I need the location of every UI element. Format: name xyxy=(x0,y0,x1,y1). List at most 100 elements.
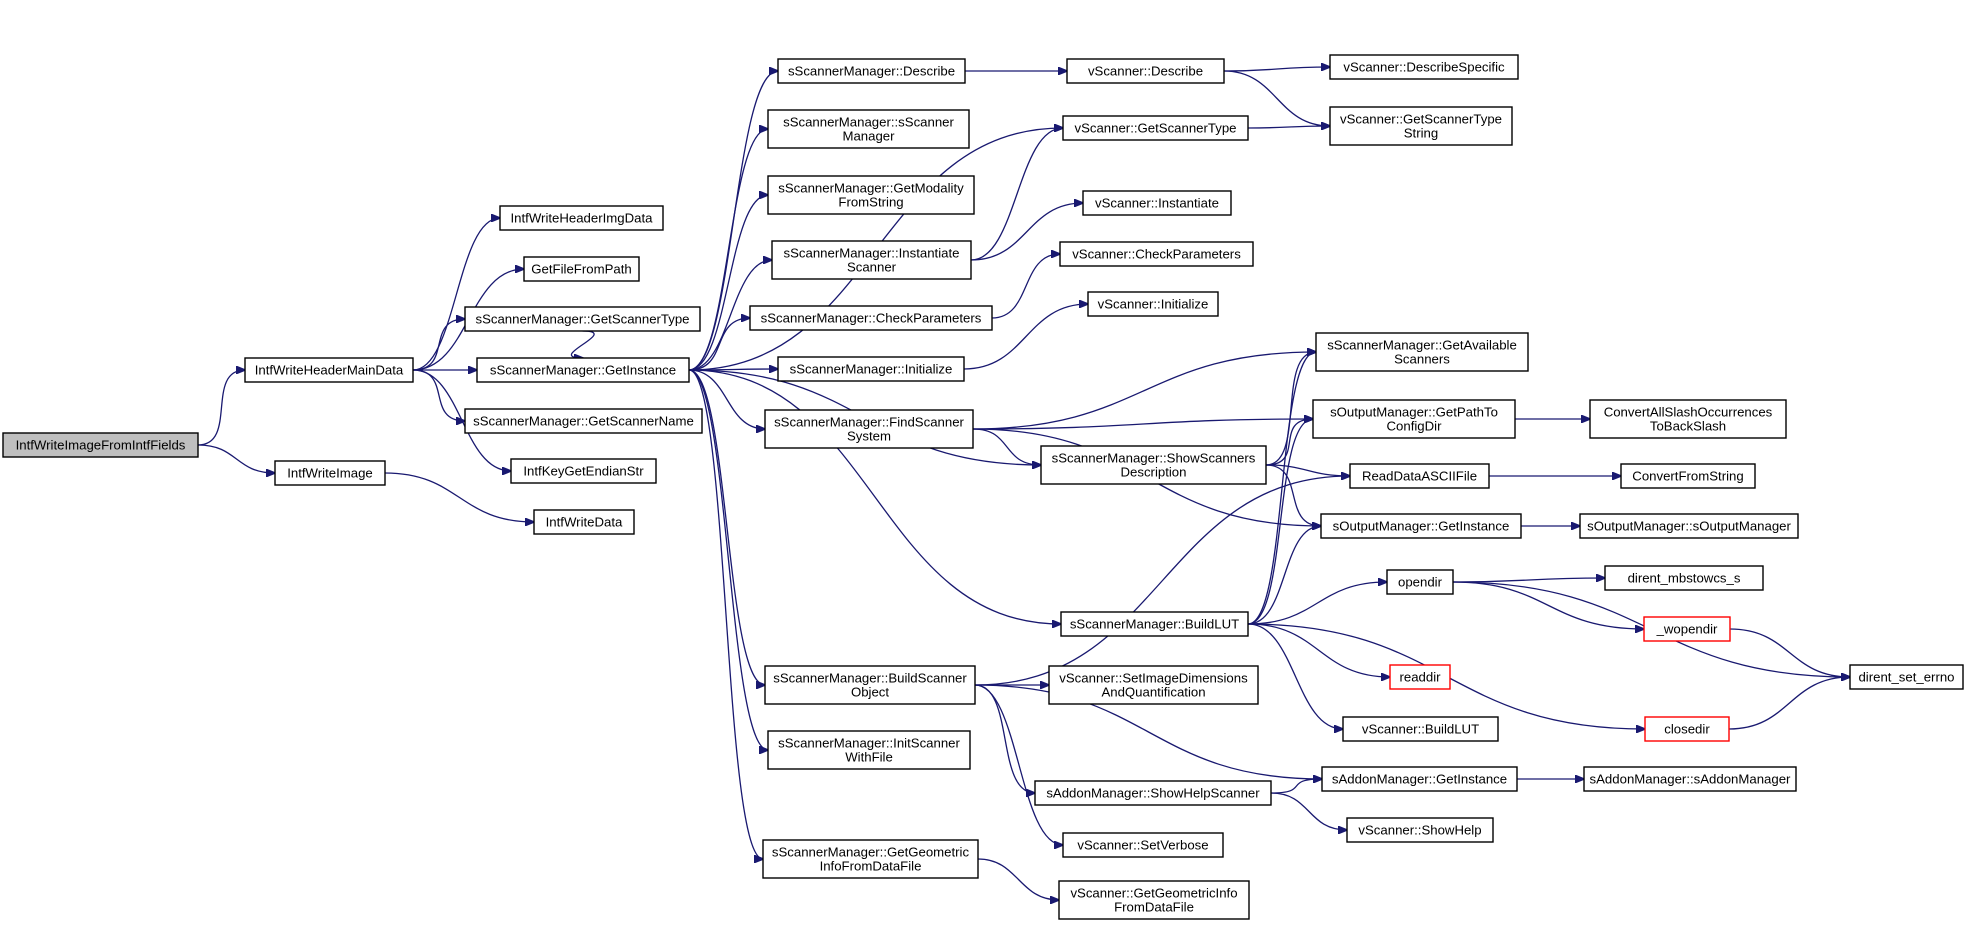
node-sscannermanager-sscannermanager[interactable]: sScannerManager::sScannerManager xyxy=(767,109,970,149)
edge-n0-to-n1 xyxy=(197,370,245,446)
edge-n25-to-n35 xyxy=(1265,464,1350,476)
edge-n26-to-n33 xyxy=(1247,352,1316,625)
node-getfilefrompath[interactable]: GetFileFromPath xyxy=(523,256,640,282)
node-vscanner-describespecific[interactable]: vScanner::DescribeSpecific xyxy=(1329,54,1519,80)
edge-n17-to-n28 xyxy=(974,684,1035,793)
node-saddonmanager-saddonmanager[interactable]: sAddonManager::sAddonManager xyxy=(1583,766,1797,792)
node-label: sAddonManager::ShowHelpScanner xyxy=(1046,786,1260,801)
node-box xyxy=(1062,115,1249,141)
node-vscanner-describe[interactable]: vScanner::Describe xyxy=(1066,58,1225,84)
node-dirent-mbstowcs-s[interactable]: dirent_mbstowcs_s xyxy=(1604,565,1764,591)
node-box xyxy=(762,839,979,879)
node-label: sScannerManager::GetModality xyxy=(778,181,964,196)
node-box xyxy=(2,432,199,458)
node-sscannermanager-getscannertype[interactable]: sScannerManager::GetScannerType xyxy=(464,306,701,332)
node-closedir[interactable]: closedir xyxy=(1644,716,1730,742)
node-label: sScannerManager::CheckParameters xyxy=(761,311,982,326)
node-vscanner-getscannertype[interactable]: vScanner::GetScannerType xyxy=(1062,115,1249,141)
node-box xyxy=(274,460,386,486)
node-box xyxy=(1315,332,1529,372)
edge-n46-to-n48 xyxy=(1729,628,1850,677)
edge-n6-to-n26 xyxy=(688,369,1061,624)
edge-n16-to-n34 xyxy=(972,419,1313,430)
node-box xyxy=(777,356,965,382)
node-box xyxy=(1062,832,1224,858)
node-label: dirent_mbstowcs_s xyxy=(1628,571,1741,586)
node-vscanner-instantiate[interactable]: vScanner::Instantiate xyxy=(1082,190,1232,216)
edge-n6-to-n13 xyxy=(688,260,772,371)
edge-n13-to-n22 xyxy=(970,203,1083,261)
node-vscanner-showhelp[interactable]: vScanner::ShowHelp xyxy=(1346,817,1494,843)
node-sscannermanager-checkparameters[interactable]: sScannerManager::CheckParameters xyxy=(749,305,993,331)
node-box xyxy=(1389,664,1451,690)
edge-n2-to-n9 xyxy=(384,472,534,522)
node-label: Object xyxy=(851,685,889,700)
node-box xyxy=(533,509,635,535)
node-wopendir[interactable]: _wopendir xyxy=(1643,616,1731,642)
node-sscannermanager-describe[interactable]: sScannerManager::Describe xyxy=(777,58,966,84)
node-vscanner-setimagedimensionsandquantification[interactable]: vScanner::SetImageDimensionsAndQuantific… xyxy=(1048,665,1259,705)
node-sscannermanager-getscannername[interactable]: sScannerManager::GetScannerName xyxy=(464,408,703,434)
edge-n26-to-n39 xyxy=(1247,623,1343,729)
node-vscanner-buildlut[interactable]: vScanner::BuildLUT xyxy=(1342,716,1499,742)
node-box xyxy=(244,357,414,383)
edge-n37-to-n45 xyxy=(1452,578,1605,583)
node-box xyxy=(1589,399,1787,439)
edge-n6-to-n19 xyxy=(688,369,763,859)
node-intfwriteheaderimgdata[interactable]: IntfWriteHeaderImgData xyxy=(499,205,664,231)
node-intfwritedata[interactable]: IntfWriteData xyxy=(533,509,635,535)
node-intfwriteimage[interactable]: IntfWriteImage xyxy=(274,460,386,486)
node-opendir[interactable]: opendir xyxy=(1386,569,1454,595)
node-saddonmanager-getinstance[interactable]: sAddonManager::GetInstance xyxy=(1321,766,1518,792)
node-label: sScannerManager::ShowScanners xyxy=(1052,451,1256,466)
node-label: ReadDataASCIIFile xyxy=(1362,469,1477,484)
node-readdir[interactable]: readdir xyxy=(1389,664,1451,690)
node-box xyxy=(764,409,974,449)
node-sscannermanager-getinstance[interactable]: sScannerManager::GetInstance xyxy=(476,357,690,383)
node-sscannermanager-getgeometricinfofromdatafile[interactable]: sScannerManager::GetGeometricInfoFromDat… xyxy=(762,839,979,879)
node-label: sOutputManager::GetInstance xyxy=(1333,519,1510,534)
node-soutputmanager-getinstance[interactable]: sOutputManager::GetInstance xyxy=(1320,513,1522,539)
node-intfkeygetendianstr[interactable]: IntfKeyGetEndianStr xyxy=(510,458,657,484)
node-vscanner-setverbose[interactable]: vScanner::SetVerbose xyxy=(1062,832,1224,858)
node-sscannermanager-buildlut[interactable]: sScannerManager::BuildLUT xyxy=(1060,611,1249,637)
edge-n26-to-n37 xyxy=(1247,582,1387,625)
node-readdataasciifile[interactable]: ReadDataASCIIFile xyxy=(1349,463,1490,489)
node-label: vScanner::GetGeometricInfo xyxy=(1070,886,1237,901)
node-label: vScanner::Initialize xyxy=(1098,297,1209,312)
node-saddonmanager-showhelpscanner[interactable]: sAddonManager::ShowHelpScanner xyxy=(1034,780,1272,806)
node-label: vScanner::BuildLUT xyxy=(1362,722,1479,737)
node-box xyxy=(476,357,690,383)
node-intfwriteheadermaindata[interactable]: IntfWriteHeaderMainData xyxy=(244,357,414,383)
node-soutputmanager-soutputmanager[interactable]: sOutputManager::sOutputManager xyxy=(1579,513,1799,539)
node-intfwriteimagefromintffields[interactable]: IntfWriteImageFromIntfFields xyxy=(2,432,199,458)
node-label: sScannerManager::GetAvailable xyxy=(1327,338,1517,353)
node-label: Scanner xyxy=(847,260,897,275)
node-sscannermanager-initialize[interactable]: sScannerManager::Initialize xyxy=(777,356,965,382)
edge-n17-to-n35 xyxy=(974,476,1350,686)
node-vscanner-checkparameters[interactable]: vScanner::CheckParameters xyxy=(1059,241,1254,267)
node-box xyxy=(1579,513,1799,539)
node-convertfromstring[interactable]: ConvertFromString xyxy=(1620,463,1756,489)
node-label: AndQuantification xyxy=(1101,685,1205,700)
node-dirent-set-errno[interactable]: dirent_set_errno xyxy=(1849,664,1964,690)
node-label: vScanner::SetVerbose xyxy=(1077,838,1208,853)
node-label: sAddonManager::sAddonManager xyxy=(1590,772,1791,787)
node-box xyxy=(764,665,976,705)
node-box xyxy=(1604,565,1764,591)
edge-n28-to-n41 xyxy=(1270,792,1347,830)
node-vscanner-initialize[interactable]: vScanner::Initialize xyxy=(1087,291,1219,317)
node-box xyxy=(1329,106,1513,146)
node-box xyxy=(464,408,703,434)
